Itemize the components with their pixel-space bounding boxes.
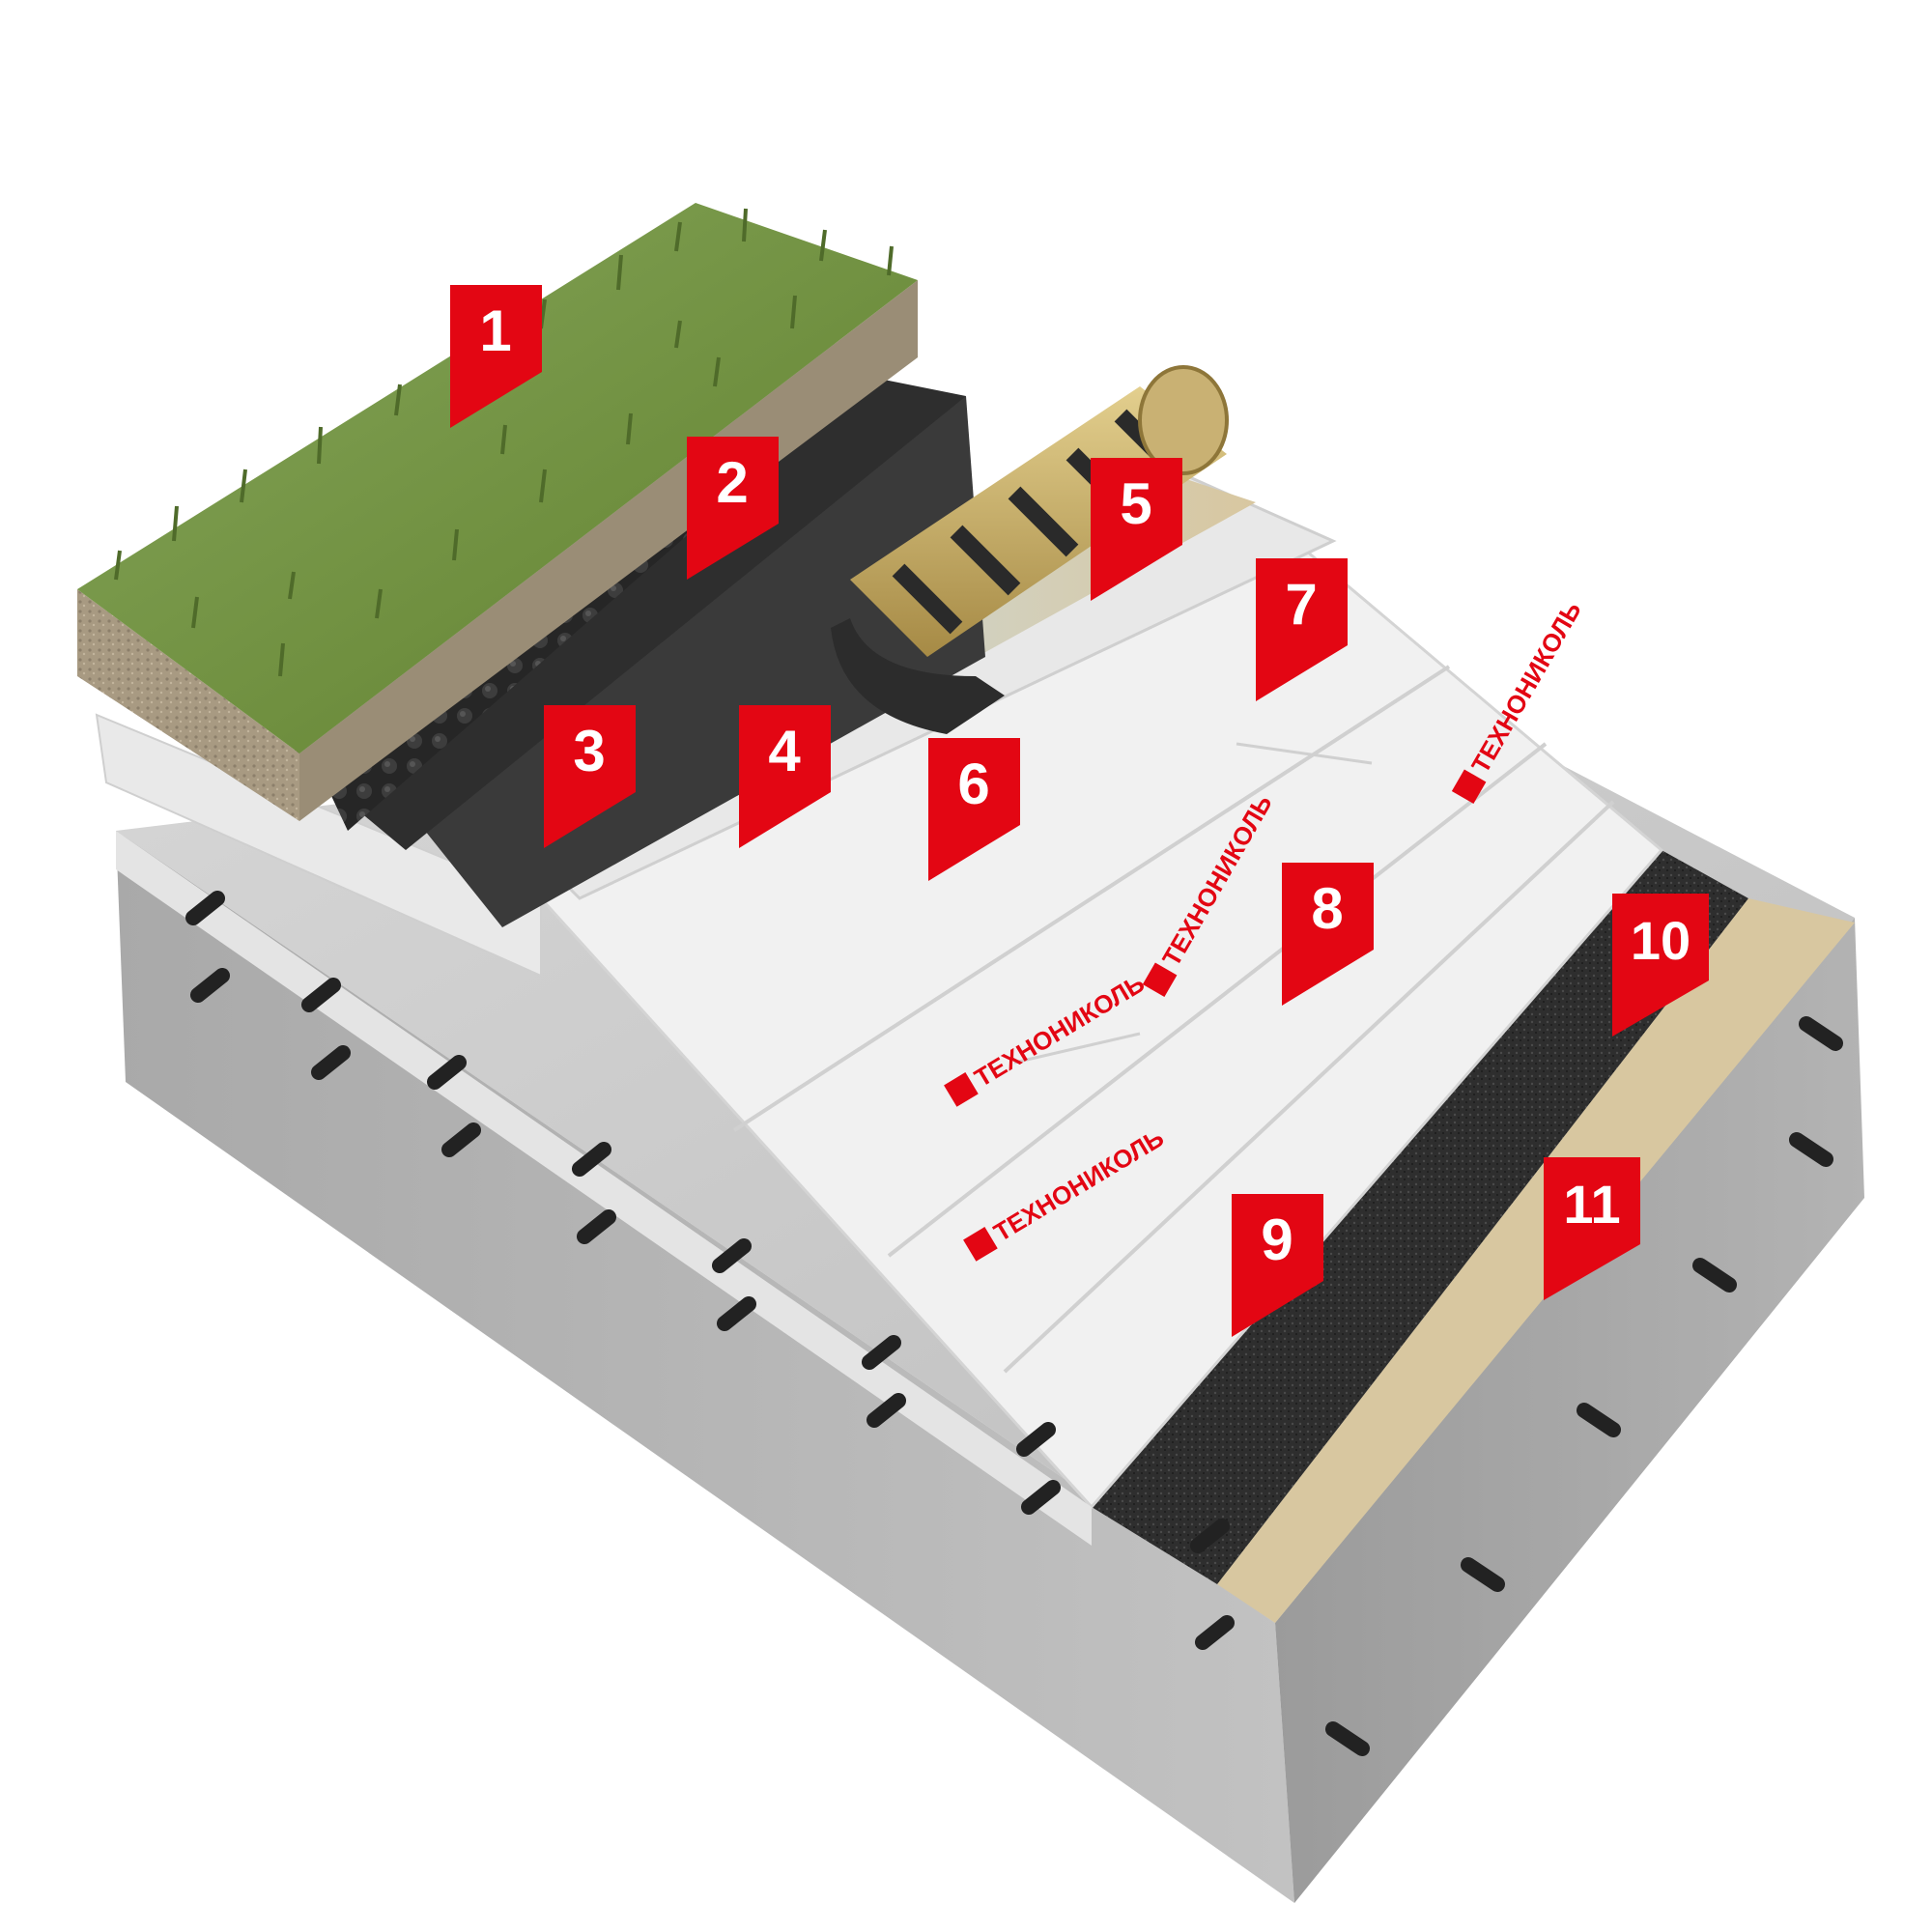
soil-side [299, 280, 918, 821]
rebar-stub [441, 1122, 481, 1157]
callout-4-number: 4 [768, 719, 801, 783]
rebar-stub [1577, 1403, 1621, 1437]
rebar-stub [1461, 1557, 1505, 1592]
rolled-membrane-sheet [831, 618, 1005, 734]
bitumen-membrane-layer [1092, 850, 1748, 1584]
brand-logo-icon [1451, 769, 1487, 804]
brand-logo-icon [944, 1072, 979, 1107]
rebar-stub [867, 1393, 906, 1428]
rebar-stub [1016, 1422, 1056, 1457]
rebar-stub [190, 968, 230, 1003]
callout-7-number: 7 [1285, 572, 1317, 637]
callout-1: 1 [450, 285, 542, 428]
rolled-membrane-end [1138, 365, 1229, 475]
callout-8: 8 [1282, 863, 1374, 1006]
callout-6: 6 [928, 738, 1020, 881]
primer-layer [1217, 898, 1855, 1623]
rebar-stub [1190, 1519, 1230, 1553]
rebar-stub [1692, 1258, 1737, 1293]
rebar-stubs [185, 891, 1843, 1756]
rebar-stub [1021, 1480, 1061, 1515]
rebar-stub [577, 1209, 616, 1244]
callout-5-number: 5 [1120, 471, 1151, 536]
callout-8-number: 8 [1311, 876, 1343, 941]
concrete-slab-front [116, 831, 1294, 1903]
callout-markers: 1 2 3 4 5 6 7 8 [450, 285, 1709, 1337]
callout-10-number: 10 [1631, 910, 1690, 971]
soil-front [77, 589, 299, 821]
concrete-slab-side [1275, 918, 1864, 1903]
callout-3: 3 [544, 705, 636, 848]
callout-6-number: 6 [957, 752, 989, 816]
callout-5: 5 [1091, 458, 1182, 601]
rebar-stub [427, 1055, 467, 1090]
rebar-stub [862, 1335, 901, 1370]
callout-11-number: 11 [1563, 1174, 1620, 1235]
callout-1-number: 1 [479, 298, 511, 363]
callout-2: 2 [687, 437, 779, 580]
rebar-stub [717, 1296, 756, 1331]
rebar-stub [572, 1142, 611, 1177]
brand-logo-icon [963, 1227, 998, 1262]
callout-3-number: 3 [573, 719, 605, 783]
brand-logo-icon [1142, 962, 1178, 997]
rebar-stub [1789, 1132, 1833, 1167]
rebar-stub [185, 891, 225, 925]
callout-11: 11 [1544, 1157, 1640, 1300]
callout-4: 4 [739, 705, 831, 848]
callout-7: 7 [1256, 558, 1348, 701]
callout-10: 10 [1612, 894, 1709, 1037]
root-barrier-membrane [348, 396, 985, 927]
callout-9-number: 9 [1261, 1208, 1293, 1272]
rebar-stub [301, 978, 341, 1012]
rebar-stub [1799, 1016, 1843, 1051]
rebar-stub [1195, 1615, 1235, 1650]
insulation-board-front [116, 831, 1092, 1546]
grass-top [77, 203, 918, 753]
rebar-stub [311, 1045, 351, 1080]
rebar-stub [712, 1238, 752, 1273]
callout-2-number: 2 [716, 450, 748, 515]
callout-9: 9 [1232, 1194, 1323, 1337]
rolled-membrane [831, 365, 1229, 734]
rebar-stub [1325, 1721, 1370, 1756]
